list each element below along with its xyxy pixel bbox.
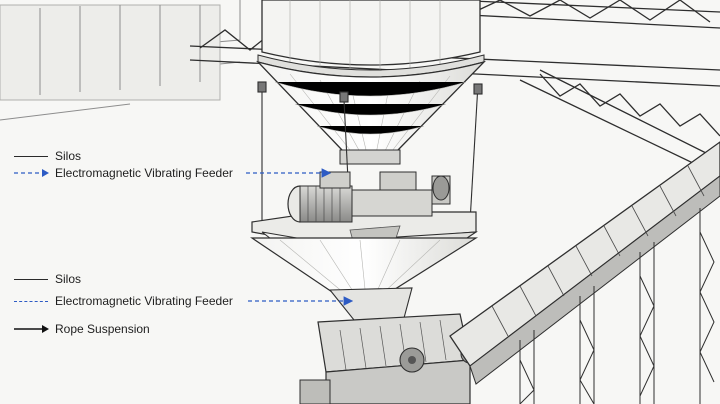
building-frame — [0, 0, 241, 121]
lower-feeder-machine — [299, 313, 480, 404]
upper-silo — [255, 0, 487, 165]
conveyor-belt — [449, 141, 720, 404]
lower-silo — [250, 237, 479, 321]
callout-leaders — [246, 168, 354, 306]
